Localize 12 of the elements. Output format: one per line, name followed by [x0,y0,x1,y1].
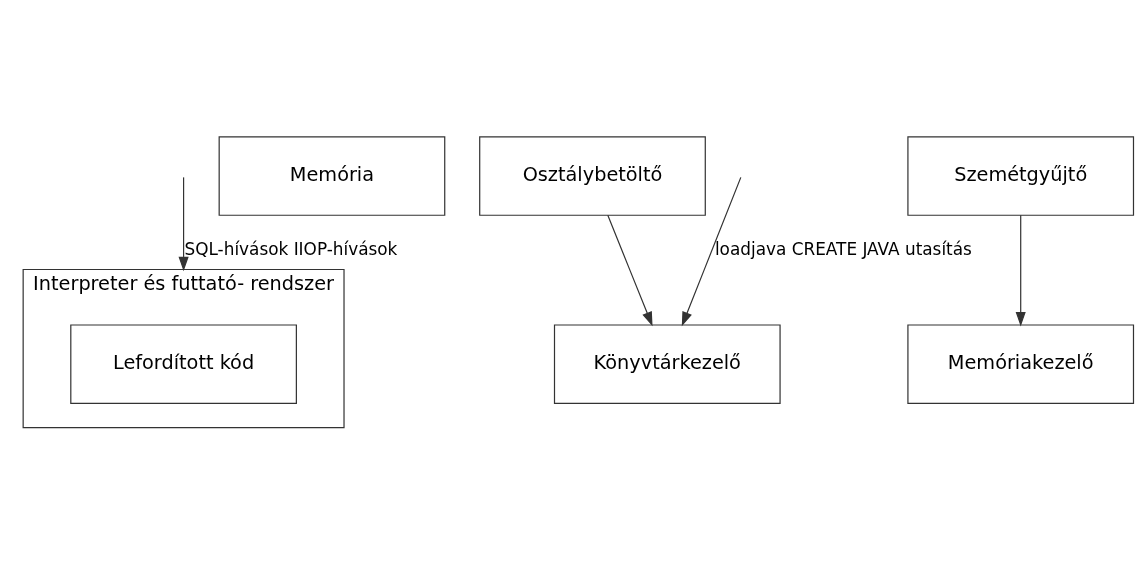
node-box: Könyvtárkezelő [553,324,781,404]
node-box: Osztálybetöltő [479,136,706,216]
node-box: Memória [218,136,446,216]
arrow [178,176,189,272]
arrow [1015,214,1026,327]
node-box: Memóriakezelő [907,324,1135,404]
edge-label: SQL-hívások IIOP-hívások [184,239,398,260]
node-box: Szemétgyűjtő [907,136,1135,216]
node-box: Lefordított kód [70,324,297,404]
arrow [681,176,742,327]
edge-label: loadjava CREATE JAVA utasítás [714,239,972,260]
arrow [607,214,653,327]
